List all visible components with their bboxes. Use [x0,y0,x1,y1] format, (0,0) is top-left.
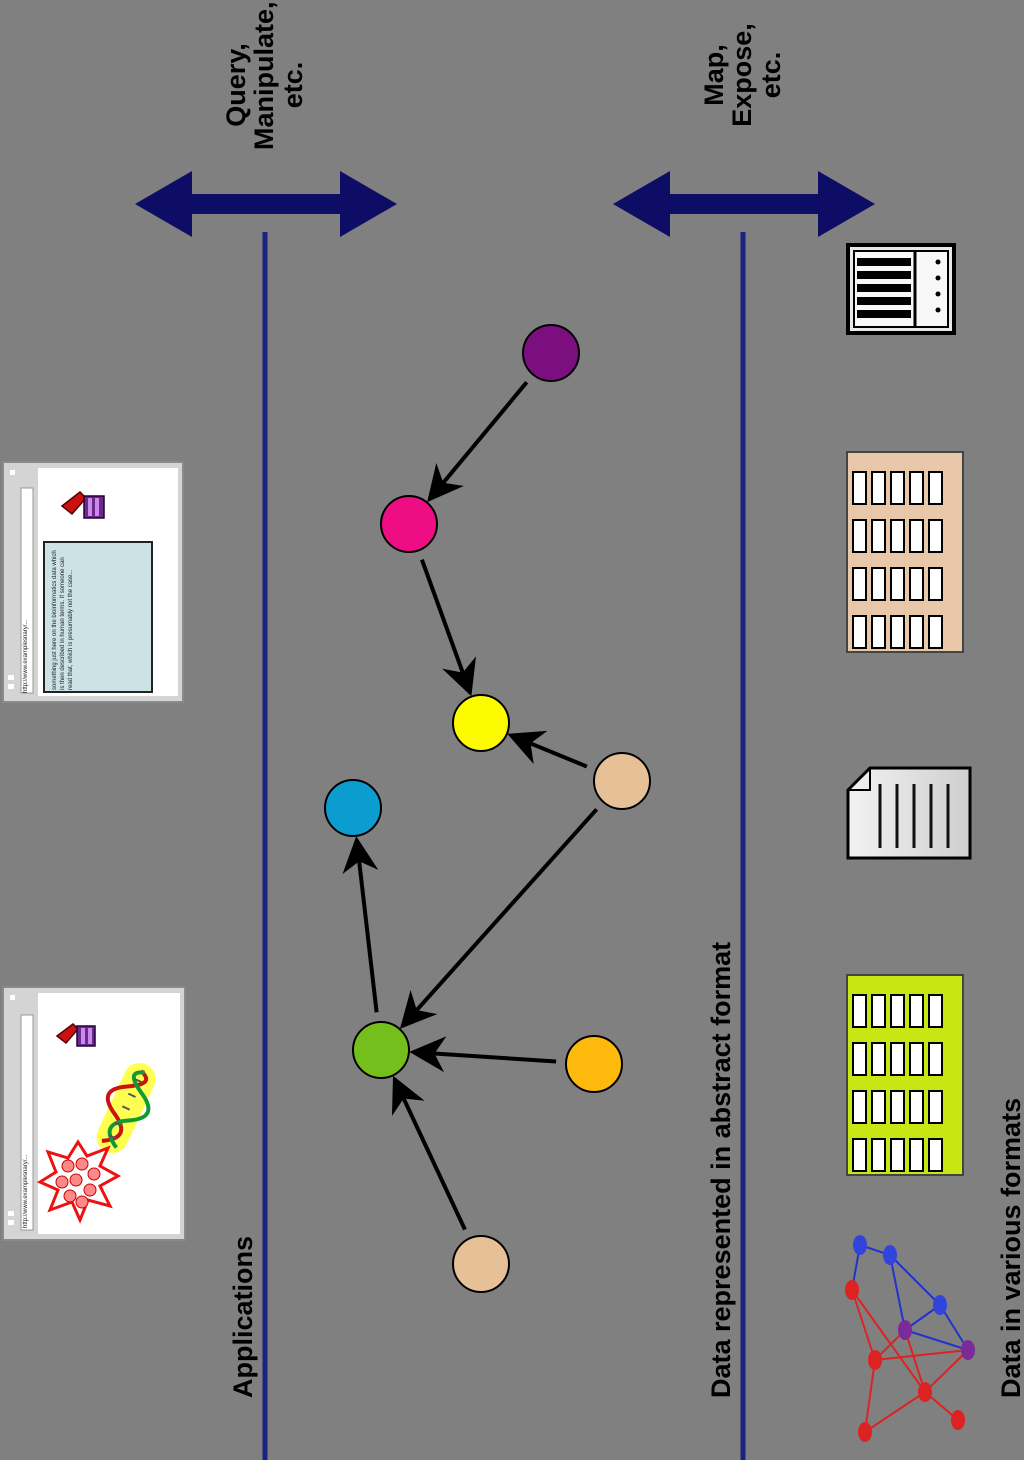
table-cell [929,568,942,600]
table-cell [891,1043,904,1075]
table-cell [853,995,866,1027]
various-formats-label: Data in various formats [996,1098,1024,1398]
query-line-1: Query, [222,20,250,150]
table-cell [853,1091,866,1123]
table-cell [910,472,923,504]
table-cell [872,520,885,552]
server-icon [848,245,954,333]
table-cell [910,1139,923,1171]
table-cell [910,520,923,552]
edge-magenta-to-yellow [422,560,470,693]
browser-top-text: something just here on the bioinformatic… [52,550,75,690]
table-cell [910,568,923,600]
node-tan-right [594,753,650,809]
edge-purple-to-magenta [429,382,526,499]
table-cell [853,1139,866,1171]
table-cell [891,520,904,552]
map-line-3: etc. [757,20,785,130]
table-cell [929,520,942,552]
table-cell [891,472,904,504]
tan-table-icon [847,452,963,652]
graph-nodes [325,325,650,1292]
query-double-arrow [135,171,397,237]
table-cell [872,472,885,504]
node-green [353,1022,409,1078]
table-cell [891,1139,904,1171]
table-cell [929,472,942,504]
table-cell [853,520,866,552]
browser-window-top [3,462,183,702]
abstract-format-label: Data represented in abstract format [706,942,737,1398]
green-table-icon [847,975,963,1175]
node-teal [325,780,381,836]
table-cell [929,1091,942,1123]
applications-label: Applications [228,1236,259,1398]
table-cell [872,1091,885,1123]
node-tan-bottom [453,1236,509,1292]
edge-tan-right-to-green [402,809,596,1026]
table-cell [891,1091,904,1123]
node-magenta [381,496,437,552]
edge-tan-right-to-yellow [511,735,587,766]
query-manipulate-label: Query, Manipulate, etc. [222,20,307,150]
table-cell [891,995,904,1027]
table-cell [853,616,866,648]
table-cell [872,1043,885,1075]
table-cell [853,1043,866,1075]
table-cell [929,1043,942,1075]
table-cell [910,616,923,648]
table-cell [872,995,885,1027]
table-cell [910,1091,923,1123]
browser-top-url: http://www.examplesnary/... [23,620,29,693]
table-cell [853,472,866,504]
table-cell [872,616,885,648]
query-line-3: etc. [279,20,307,150]
node-yellow [453,695,509,751]
document-icon [848,768,970,858]
node-purple [523,325,579,381]
map-line-2: Expose, [728,20,756,130]
table-cell [929,616,942,648]
map-double-arrow [613,171,875,237]
table-cell [872,568,885,600]
table-cell [872,1139,885,1171]
map-line-1: Map, [700,20,728,130]
edge-green-to-teal [357,840,377,1012]
table-cell [929,1139,942,1171]
node-orange [566,1036,622,1092]
table-cell [910,1043,923,1075]
table-cell [853,568,866,600]
table-cell [891,568,904,600]
edge-orange-to-green [413,1052,556,1061]
browser-window-bottom [3,987,185,1240]
query-line-2: Manipulate, [250,20,278,150]
edge-tan-bottom-to-green [395,1079,465,1230]
table-cell [929,995,942,1027]
table-cell [891,616,904,648]
map-expose-label: Map, Expose, etc. [700,20,785,130]
table-cell [910,995,923,1027]
graph-network-icon [845,1235,975,1442]
browser-bottom-url: http://www.examplesnary/... [23,1155,29,1228]
